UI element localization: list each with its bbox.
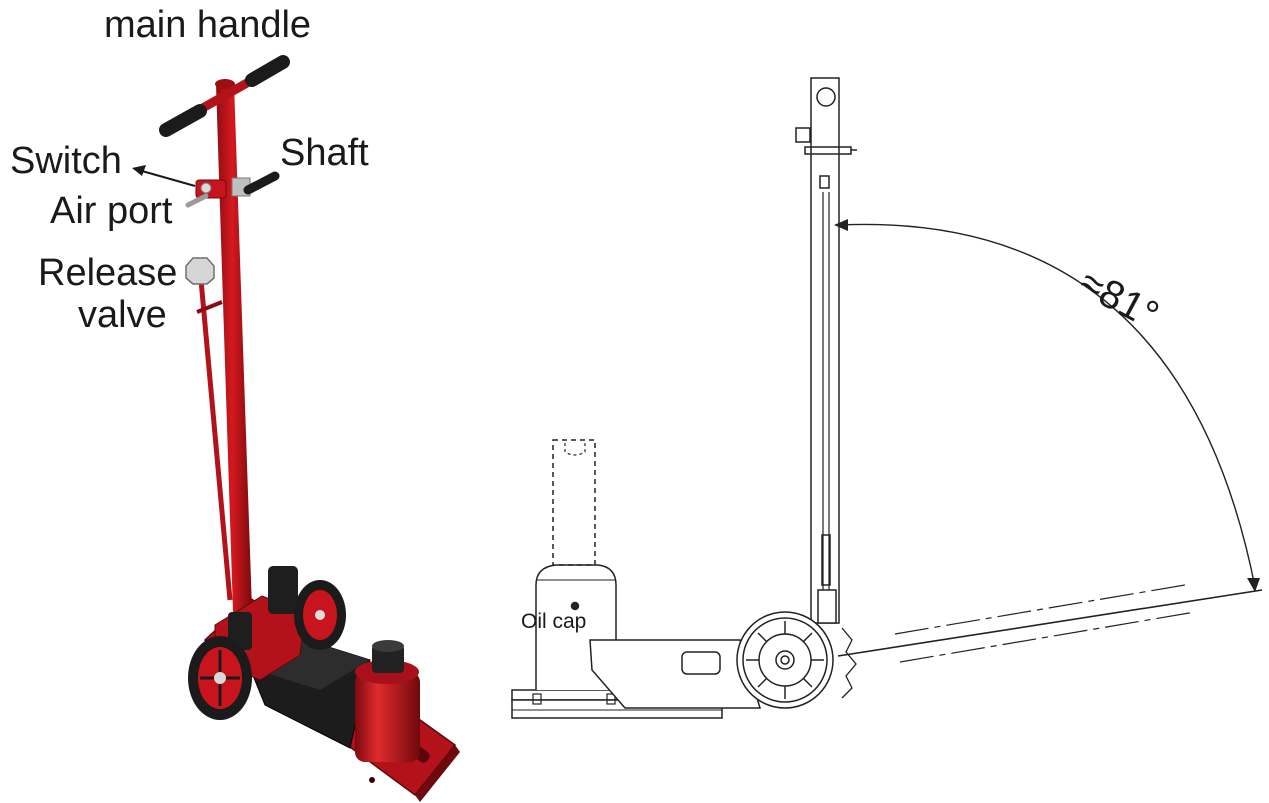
switch-arrow: [141, 170, 196, 187]
ram-saddle-top: [372, 640, 404, 652]
angle-arc: [838, 223, 1256, 588]
side-main-tube: [810, 77, 840, 624]
side-wheel: [736, 611, 834, 709]
switch-knob: [200, 182, 212, 194]
tube-clamp: [795, 127, 811, 143]
release-valve-knob: [185, 257, 215, 285]
arc-arrow-bottom: [1247, 578, 1260, 592]
extended-ram: [552, 439, 596, 566]
label-main-handle: main handle: [104, 4, 312, 46]
floor-jack-render: [132, 55, 460, 802]
left-grip: [159, 104, 207, 137]
lower-block: [817, 589, 837, 624]
front-wheel: [188, 636, 252, 720]
jack-base-plate-edge: [415, 745, 460, 802]
main-tube: [216, 84, 252, 612]
switch-arrowhead: [132, 165, 146, 176]
label-switch: Switch: [10, 140, 122, 182]
frame-cap: [268, 566, 298, 614]
air-port-fitting: [185, 193, 209, 208]
main-tube-top: [215, 79, 235, 89]
label-release-valve-line1: Release: [38, 252, 178, 294]
label-oil-cap: Oil cap: [521, 610, 587, 633]
release-valve-rod: [198, 279, 233, 601]
lowered-handle-axis: [837, 589, 1263, 657]
label-release-valve-line2: valve: [78, 294, 167, 336]
arc-arrow-top: [834, 219, 848, 231]
rod-bracket: [196, 300, 223, 314]
rear-wheel: [294, 580, 346, 650]
base-bolt: [369, 777, 375, 783]
oil-cap-dot: [570, 601, 580, 611]
label-shaft: Shaft: [280, 132, 369, 174]
right-grip: [245, 55, 290, 87]
tube-top-hole: [816, 87, 836, 107]
ram-saddle: [372, 645, 404, 673]
pivot-gear: [841, 627, 857, 699]
side-housing: [589, 639, 762, 709]
jack-side-view: [511, 77, 1263, 719]
hydraulic-cylinder: [355, 672, 420, 762]
shaft-lever: [243, 171, 280, 195]
housing-slot: [681, 651, 721, 675]
label-air-port: Air port: [50, 190, 173, 232]
